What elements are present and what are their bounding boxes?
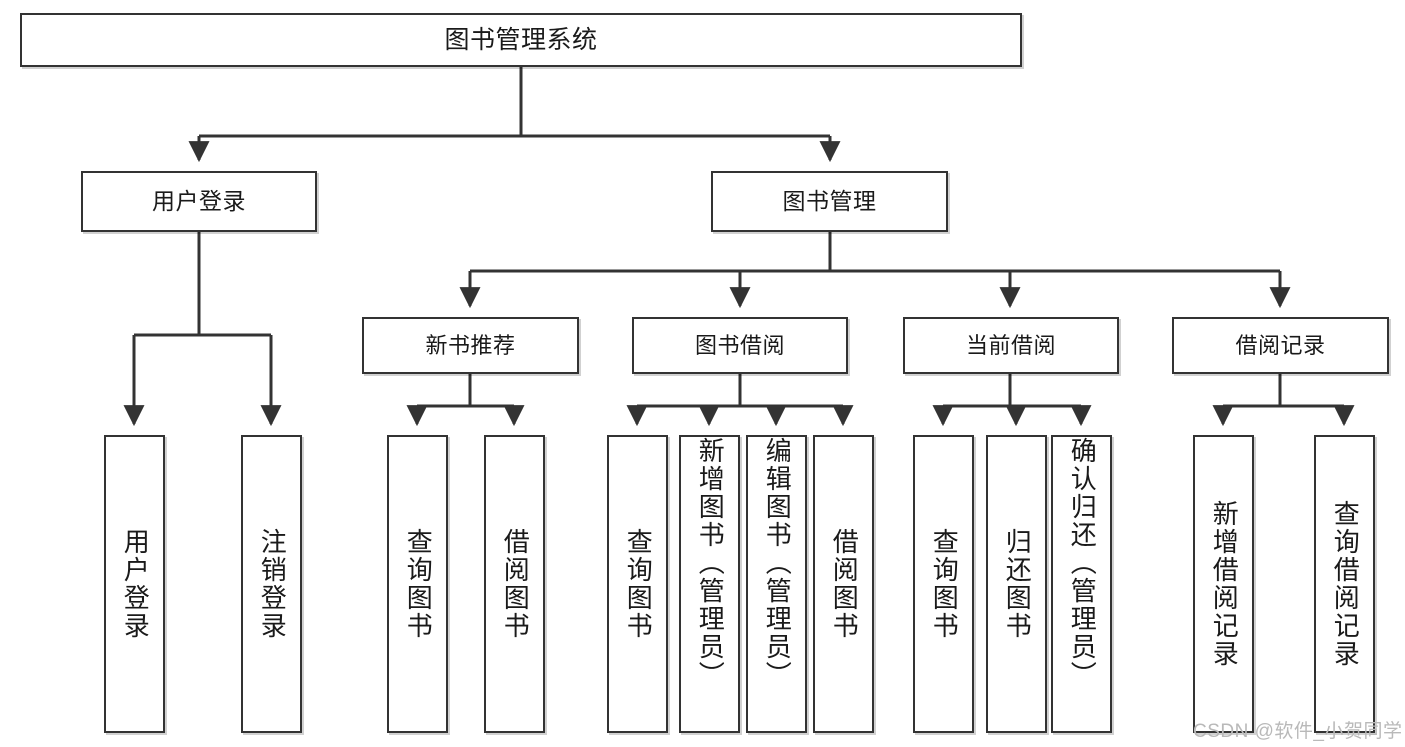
node-label: 图书借阅: [694, 332, 785, 358]
node-label: 当前借阅: [965, 332, 1056, 358]
leaf-query-record[interactable]: 查询借阅记录: [1314, 435, 1375, 733]
leaf-logout[interactable]: 注销登录: [241, 435, 302, 733]
node-book-borrowing[interactable]: 图书借阅: [632, 317, 848, 374]
node-label: 图书管理: [782, 188, 877, 215]
node-label: 新增图书（管理员）: [695, 437, 726, 689]
leaf-borrow-book-new[interactable]: 借阅图书: [484, 435, 545, 733]
node-label: 查询借阅记录: [1330, 500, 1361, 668]
leaf-return-book[interactable]: 归还图书: [986, 435, 1047, 733]
csdn-watermark: CSDN @软件_小贺同学: [1193, 721, 1403, 742]
leaf-add-record[interactable]: 新增借阅记录: [1193, 435, 1254, 733]
node-label: 用户登录: [152, 188, 246, 215]
node-label: 查询图书: [929, 528, 960, 640]
leaf-query-book-new[interactable]: 查询图书: [387, 435, 448, 733]
node-book-management-system[interactable]: 图书管理系统: [20, 13, 1022, 67]
node-label: 归还图书: [1002, 528, 1033, 640]
node-label: 查询图书: [403, 528, 434, 640]
node-label: 编辑图书（管理员）: [762, 437, 793, 689]
node-book-management[interactable]: 图书管理: [711, 171, 948, 232]
node-borrowing-record[interactable]: 借阅记录: [1172, 317, 1389, 374]
node-label: 借阅图书: [829, 528, 860, 640]
node-label: 新增借阅记录: [1209, 500, 1240, 668]
leaf-confirm-return[interactable]: 确认归还（管理员）: [1051, 435, 1112, 733]
leaf-query-book-cur[interactable]: 查询图书: [913, 435, 974, 733]
node-label: 确认归还（管理员）: [1067, 437, 1098, 689]
node-label: 图书管理系统: [444, 25, 598, 54]
node-label: 注销登录: [257, 528, 288, 640]
node-user-login[interactable]: 用户登录: [81, 171, 317, 232]
leaf-query-book[interactable]: 查询图书: [607, 435, 668, 733]
leaf-user-login[interactable]: 用户登录: [104, 435, 165, 733]
node-label: 新书推荐: [425, 332, 516, 358]
node-new-book-recommendation[interactable]: 新书推荐: [362, 317, 579, 374]
leaf-borrow-book[interactable]: 借阅图书: [813, 435, 874, 733]
node-label: 借阅记录: [1235, 332, 1326, 358]
node-label: 借阅图书: [500, 528, 531, 640]
node-label: 用户登录: [120, 528, 151, 640]
leaf-edit-book-admin[interactable]: 编辑图书（管理员）: [746, 435, 807, 733]
node-current-borrowing[interactable]: 当前借阅: [903, 317, 1119, 374]
node-label: 查询图书: [623, 528, 654, 640]
leaf-add-book-admin[interactable]: 新增图书（管理员）: [679, 435, 740, 733]
